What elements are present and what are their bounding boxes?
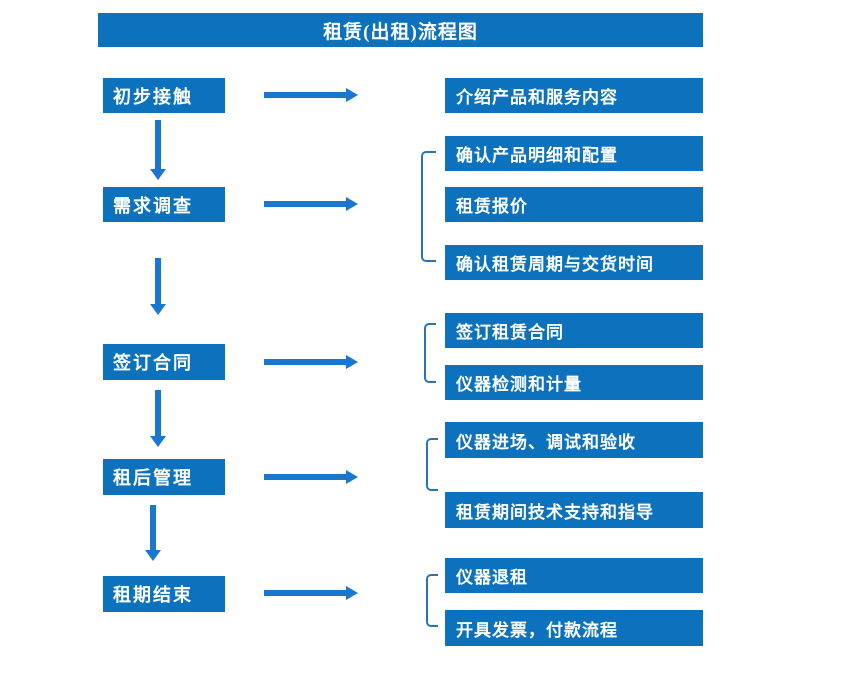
down-arrow-head bbox=[150, 436, 166, 447]
right-arrow-head bbox=[346, 355, 358, 369]
right-arrow-shaft bbox=[264, 474, 347, 480]
down-arrow-shaft bbox=[150, 505, 156, 550]
step-box-initial-contact: 初步接触 bbox=[103, 78, 225, 113]
detail-box-confirm-rental-period-delivery: 确认租赁周期与交货时间 bbox=[445, 245, 703, 280]
detail-box-instrument-return: 仪器退租 bbox=[445, 558, 703, 593]
down-arrow-icon bbox=[150, 390, 166, 447]
group-bracket-icon bbox=[426, 574, 438, 627]
right-arrow-shaft bbox=[264, 201, 347, 207]
down-arrow-icon bbox=[145, 505, 161, 561]
group-bracket-icon bbox=[424, 323, 436, 383]
detail-box-invoice-payment-process: 开具发票，付款流程 bbox=[445, 610, 703, 646]
right-arrow-head bbox=[346, 197, 358, 211]
down-arrow-shaft bbox=[155, 120, 161, 169]
down-arrow-head bbox=[145, 550, 161, 561]
right-arrow-icon bbox=[264, 355, 358, 369]
down-arrow-shaft bbox=[155, 390, 161, 436]
down-arrow-icon bbox=[150, 258, 166, 315]
right-arrow-icon bbox=[264, 197, 358, 211]
down-arrow-icon bbox=[150, 120, 166, 180]
group-bracket-icon bbox=[421, 151, 436, 262]
detail-box-sign-rental-contract: 签订租赁合同 bbox=[445, 313, 703, 348]
right-arrow-head bbox=[346, 88, 358, 102]
detail-box-rental-technical-support: 租赁期间技术支持和指导 bbox=[445, 492, 703, 528]
step-box-post-rental-management: 租后管理 bbox=[103, 459, 225, 495]
title-bar: 租赁(出租)流程图 bbox=[98, 13, 703, 47]
down-arrow-head bbox=[150, 169, 166, 180]
step-box-sign-contract: 签订合同 bbox=[103, 344, 225, 380]
step-box-requirement-survey: 需求调查 bbox=[103, 187, 225, 222]
detail-box-introduce-product-services: 介绍产品和服务内容 bbox=[445, 78, 703, 113]
group-bracket-icon bbox=[426, 438, 438, 491]
right-arrow-icon bbox=[264, 470, 358, 484]
detail-box-instrument-inspection-metering: 仪器检测和计量 bbox=[445, 365, 703, 400]
right-arrow-shaft bbox=[264, 359, 347, 365]
right-arrow-icon bbox=[264, 586, 358, 600]
detail-box-instrument-entry-debug-acceptance: 仪器进场、调试和验收 bbox=[445, 422, 703, 458]
detail-box-rental-quotation: 租赁报价 bbox=[445, 187, 703, 222]
right-arrow-shaft bbox=[264, 92, 347, 98]
right-arrow-icon bbox=[264, 88, 358, 102]
step-box-rental-period-end: 租期结束 bbox=[103, 576, 225, 612]
page-title: 租赁(出租)流程图 bbox=[323, 21, 478, 43]
detail-box-confirm-product-details-config: 确认产品明细和配置 bbox=[445, 136, 703, 171]
right-arrow-head bbox=[346, 470, 358, 484]
down-arrow-shaft bbox=[155, 258, 161, 304]
down-arrow-head bbox=[150, 304, 166, 315]
right-arrow-head bbox=[346, 586, 358, 600]
right-arrow-shaft bbox=[264, 590, 347, 596]
